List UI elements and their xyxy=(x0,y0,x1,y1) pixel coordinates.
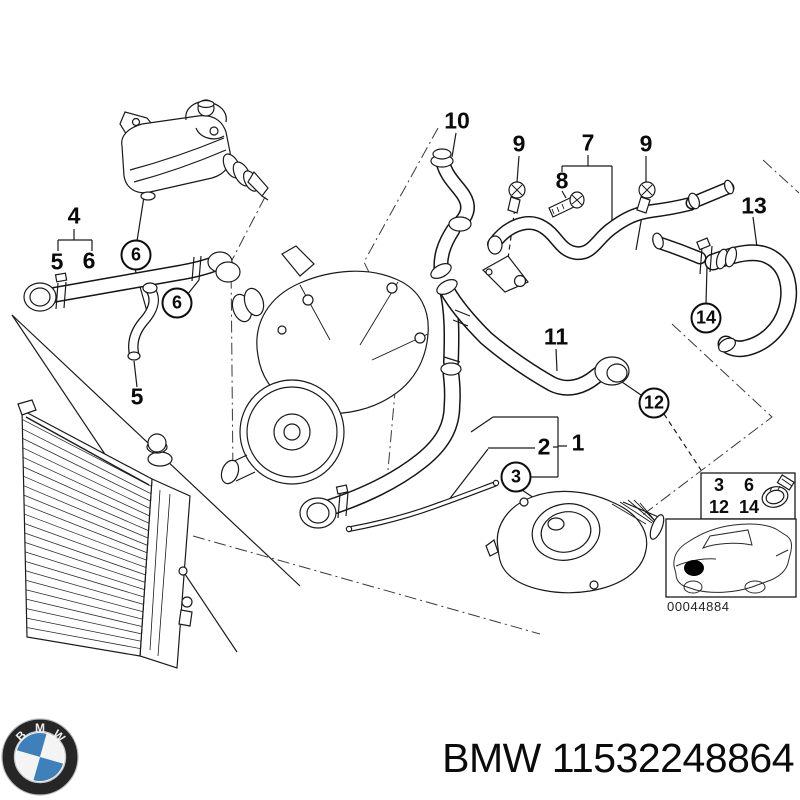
callout-4: 4 xyxy=(67,202,81,229)
callout-11: 11 xyxy=(543,323,569,350)
reservoir-unit xyxy=(119,99,269,201)
callout-9: 9 xyxy=(512,130,526,157)
callout-5: 5 xyxy=(130,383,144,410)
car-locator-box xyxy=(665,518,797,598)
callout-12-circled: 12 xyxy=(638,387,670,419)
callout-9: 9 xyxy=(639,130,653,157)
inset-number: 6 xyxy=(743,474,754,495)
location-dot xyxy=(684,560,704,576)
radiator xyxy=(17,399,193,669)
inset-key-numbers: 3 6 12 14 xyxy=(704,474,764,518)
callout-3-circled: 3 xyxy=(500,461,532,493)
inset-number: 3 xyxy=(713,474,724,495)
hose-fittings xyxy=(23,148,738,533)
callout-6-circled: 6 xyxy=(120,239,152,271)
fasteners xyxy=(482,181,656,293)
callout-2: 2 xyxy=(537,433,551,460)
callout-7: 7 xyxy=(581,129,595,156)
callout-10: 10 xyxy=(444,107,470,134)
svg-text:M: M xyxy=(35,721,45,735)
pump-housing xyxy=(485,490,665,594)
water-pump xyxy=(220,245,429,485)
callout-14-circled: 14 xyxy=(690,302,722,334)
callout-13: 13 xyxy=(741,192,767,219)
callout-6-circled: 6 xyxy=(161,287,193,319)
callout-8: 8 xyxy=(555,167,569,194)
car-outline xyxy=(673,523,792,594)
callout-6: 6 xyxy=(82,247,96,274)
bmw-logo-quadrants xyxy=(16,733,64,781)
inset-number: 12 xyxy=(708,496,730,517)
callout-5: 5 xyxy=(50,248,64,275)
bmw-logo: B M W xyxy=(1,718,79,796)
part-number-title: BMW 11532248864 xyxy=(442,735,794,781)
inset-number: 14 xyxy=(738,496,760,517)
inset-key-box xyxy=(700,472,796,520)
clamp-icon xyxy=(761,474,795,508)
diagram-image-code: 00044884 xyxy=(667,599,730,614)
callout-1: 1 xyxy=(571,429,585,456)
